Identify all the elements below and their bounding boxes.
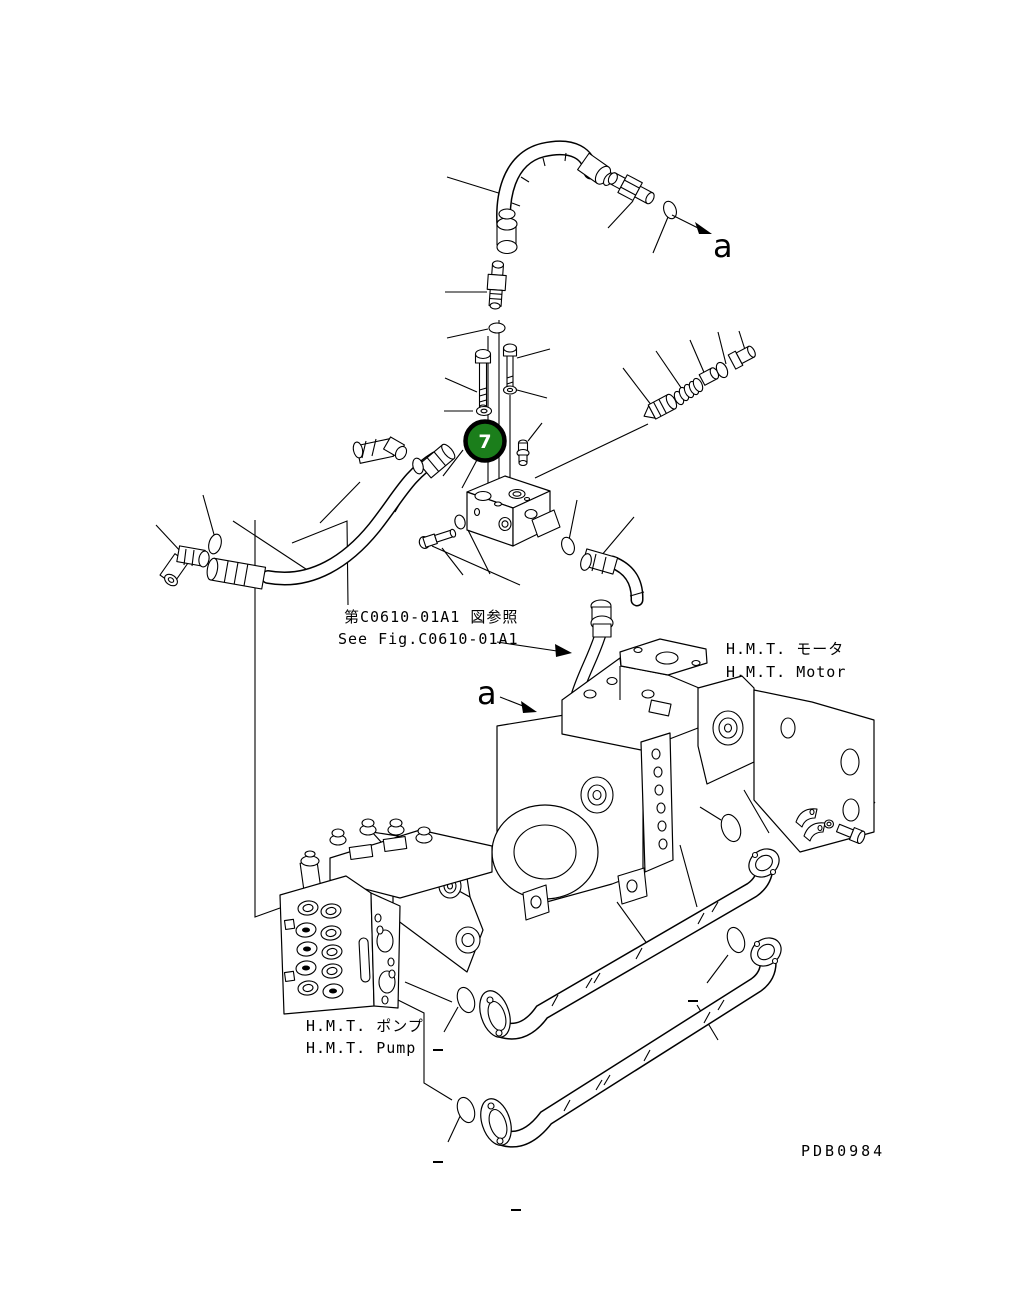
o-ring: [720, 813, 742, 843]
pump-label-jp: H.M.T. ポンプ: [306, 1017, 424, 1035]
pipe-flange-right: [750, 937, 782, 967]
pipe-assembly-upper: [479, 848, 780, 1040]
see-fig-note: 第C0610-01A1 図参照 See Fig.C0610-01A1: [338, 608, 572, 657]
o-ring: [208, 533, 222, 555]
callout-7[interactable]: 7: [463, 419, 507, 463]
elbow-fitting-upper: [352, 436, 408, 464]
o-ring: [454, 514, 466, 530]
see-fig-jp: 第C0610-01A1 図参照: [344, 608, 518, 626]
pump-front-bosses: [295, 900, 344, 999]
o-ring: [663, 200, 677, 220]
valve-spring: [673, 377, 704, 406]
hmt-pump-drawing: [279, 818, 493, 1015]
pump-top-caps: [329, 818, 433, 861]
relief-valve-parts: [643, 345, 756, 420]
drawing-code: PDB0984: [801, 1142, 885, 1160]
o-ring: [456, 986, 476, 1014]
clamp-bolt: [835, 823, 866, 845]
motor-label-en: H.M.T. Motor: [726, 663, 846, 681]
junction-block: [466, 475, 561, 547]
hose-ferrule-right: [418, 443, 456, 479]
pump-label-en: H.M.T. Pump: [306, 1039, 416, 1057]
o-ring: [412, 457, 424, 475]
hose-ferrule-left: [206, 557, 267, 590]
adapter-fitting: [607, 172, 655, 205]
hmt-motor-drawing: [491, 638, 875, 921]
clamp-washer-hole: [826, 821, 832, 827]
pipe-flange-left: [480, 1098, 512, 1146]
motor-label-jp: H.M.T. モータ: [726, 640, 844, 658]
callout-7-number: 7: [478, 431, 491, 453]
valve-plug: [727, 345, 756, 370]
elbow-fitting-block-out: [580, 548, 645, 607]
o-ring: [488, 322, 506, 334]
see-fig-en: See Fig.C0610-01A1: [338, 630, 519, 648]
block-plug-bolt: [418, 528, 457, 549]
o-ring: [715, 361, 729, 379]
view-label-a-top: a: [713, 227, 733, 265]
pipe-clamp-halves: [795, 808, 826, 842]
o-ring: [726, 926, 746, 954]
view-arrow-a-mid: [499, 696, 537, 713]
view-arrow-a-top: [671, 214, 712, 234]
washer-hole: [480, 408, 488, 414]
o-ring: [456, 1096, 476, 1124]
left-hose-assembly: [206, 443, 456, 590]
tick-marks: [433, 1000, 698, 1211]
pipe-flange-right: [748, 848, 780, 878]
grease-fitting: [516, 439, 530, 467]
nipple-fitting: [486, 260, 507, 310]
top-hose-assembly: [496, 140, 615, 255]
leader-lines: [155, 176, 876, 1143]
pipe-assembly-lower: [480, 937, 782, 1148]
o-ring: [561, 536, 575, 556]
pipe-flange-left: [479, 990, 511, 1038]
elbow-fitting-left: [159, 545, 210, 587]
view-label-a-mid: a: [477, 674, 497, 712]
hose-end-fitting-lower: [496, 208, 518, 255]
washer-hole: [506, 387, 514, 393]
